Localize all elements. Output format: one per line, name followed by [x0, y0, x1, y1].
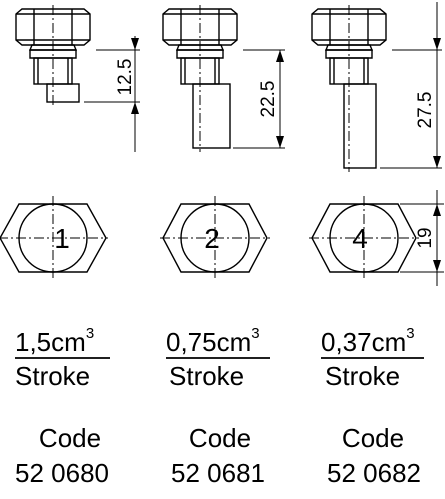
volume-1: 1,5cm3 Stroke: [15, 325, 94, 391]
volume-value-4: 0,37cm: [321, 327, 406, 357]
hex-width-label: 19: [415, 227, 436, 248]
svg-text:1,5cm3: 1,5cm3: [15, 325, 94, 357]
height-dimension-2: [233, 49, 285, 149]
code-value-4: 52 0682: [327, 458, 421, 488]
hex-view-1: [0, 196, 108, 280]
code-value-1: 52 0680: [15, 458, 109, 488]
volume-exponent-2: 3: [251, 325, 259, 342]
svg-text:0,37cm3: 0,37cm3: [321, 325, 415, 357]
side-view-4: [311, 5, 387, 172]
hex-number-1: 1: [54, 223, 70, 254]
hex-number-4: 4: [352, 223, 368, 254]
hex-view-2: [160, 196, 270, 280]
stroke-label-4: Stroke: [325, 361, 400, 391]
height-label-2: 22.5: [258, 81, 279, 118]
height-dimension-4: [380, 2, 442, 169]
code-label-1: Code: [39, 423, 101, 453]
hex-dimension: [400, 190, 444, 286]
height-label-1: 12.5: [115, 59, 136, 96]
volume-value-1: 1,5cm: [15, 327, 86, 357]
hex-number-2: 2: [204, 223, 220, 254]
code-value-2: 52 0681: [171, 458, 265, 488]
side-view-2: [162, 5, 238, 152]
code-label-4: Code: [342, 423, 404, 453]
volume-2: 0,75cm3 Stroke: [166, 325, 260, 391]
stroke-label-2: Stroke: [169, 361, 244, 391]
volume-value-2: 0,75cm: [166, 327, 251, 357]
stroke-label-1: Stroke: [15, 361, 90, 391]
volume-exponent-1: 3: [86, 325, 94, 342]
code-label-2: Code: [189, 423, 251, 453]
side-view-1: [15, 5, 91, 108]
height-label-4: 27.5: [415, 92, 436, 129]
svg-text:0,75cm3: 0,75cm3: [166, 325, 260, 357]
height-dimension-1: [84, 36, 140, 152]
hex-view-4: [309, 196, 419, 280]
volume-exponent-4: 3: [406, 325, 414, 342]
volume-4: 0,37cm3 Stroke: [321, 325, 415, 391]
